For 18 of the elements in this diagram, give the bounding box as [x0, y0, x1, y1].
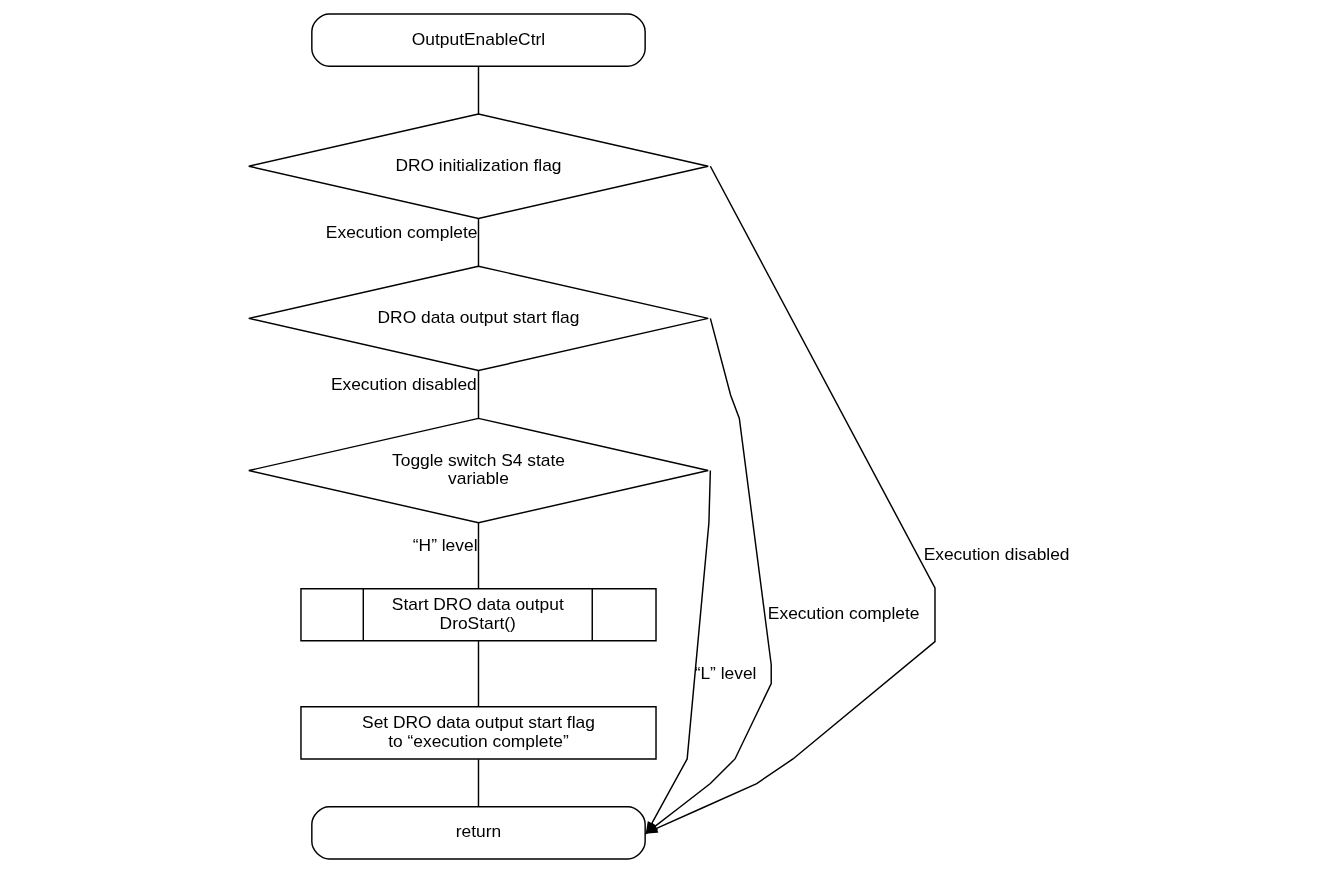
node-diamond: DRO initialization flag [247, 113, 709, 220]
node-box: Set DRO data output start flag to “execution complete” [299, 706, 657, 760]
connector [477, 370, 479, 420]
edge-label: “L” level [694, 662, 756, 683]
node-diamond: Toggle switch S4 state variable [247, 417, 709, 524]
edge-label: Execution disabled [330, 373, 477, 394]
edge-label: Execution complete [325, 221, 477, 242]
node-box: return [310, 806, 646, 860]
edge-label: Execution disabled [923, 543, 1069, 564]
edge-label: “H” level [412, 534, 477, 555]
connector [477, 640, 479, 708]
edge-label: Execution complete [767, 603, 919, 624]
connector [477, 65, 479, 115]
connector [477, 758, 479, 807]
connector [477, 522, 479, 590]
connector [477, 217, 479, 267]
node-box: OutputEnableCtrl [310, 13, 646, 67]
node-diamond: DRO data output start flag [247, 265, 709, 372]
